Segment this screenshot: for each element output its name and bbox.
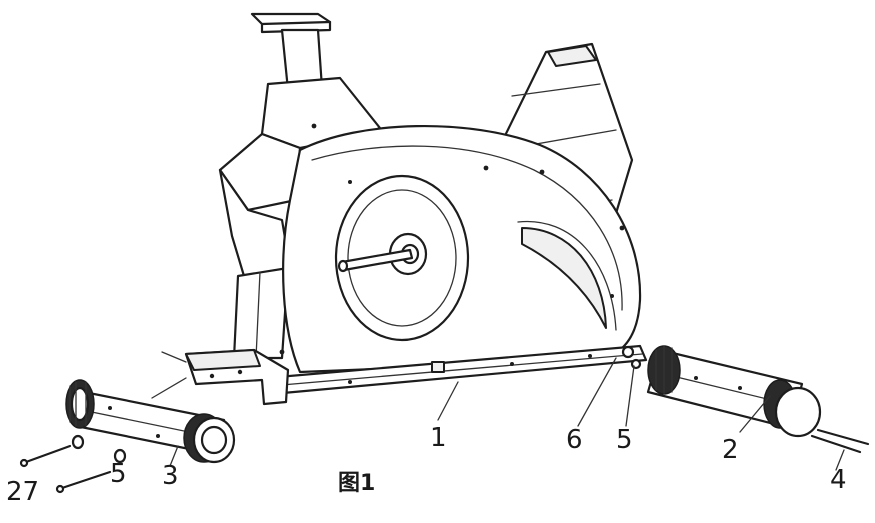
callout-labels: 27 5 3 1 6 5 2 4 [6,423,847,507]
front-stabilizer [646,345,822,438]
rear-bracket [184,348,290,406]
callout-4: 4 [830,465,847,495]
callout-5-left: 5 [110,459,127,489]
callout-6: 6 [566,425,583,455]
figure-caption: 图1 [338,471,375,496]
rear-stabilizer [65,379,236,464]
leader-lines [151,351,845,471]
callout-3: 3 [162,461,179,491]
callout-2: 2 [722,435,739,465]
callout-27: 27 [6,477,39,507]
callout-5-right: 5 [616,425,633,455]
flywheel-cover [279,123,642,374]
hardware [19,345,870,494]
callout-1: 1 [430,423,447,453]
